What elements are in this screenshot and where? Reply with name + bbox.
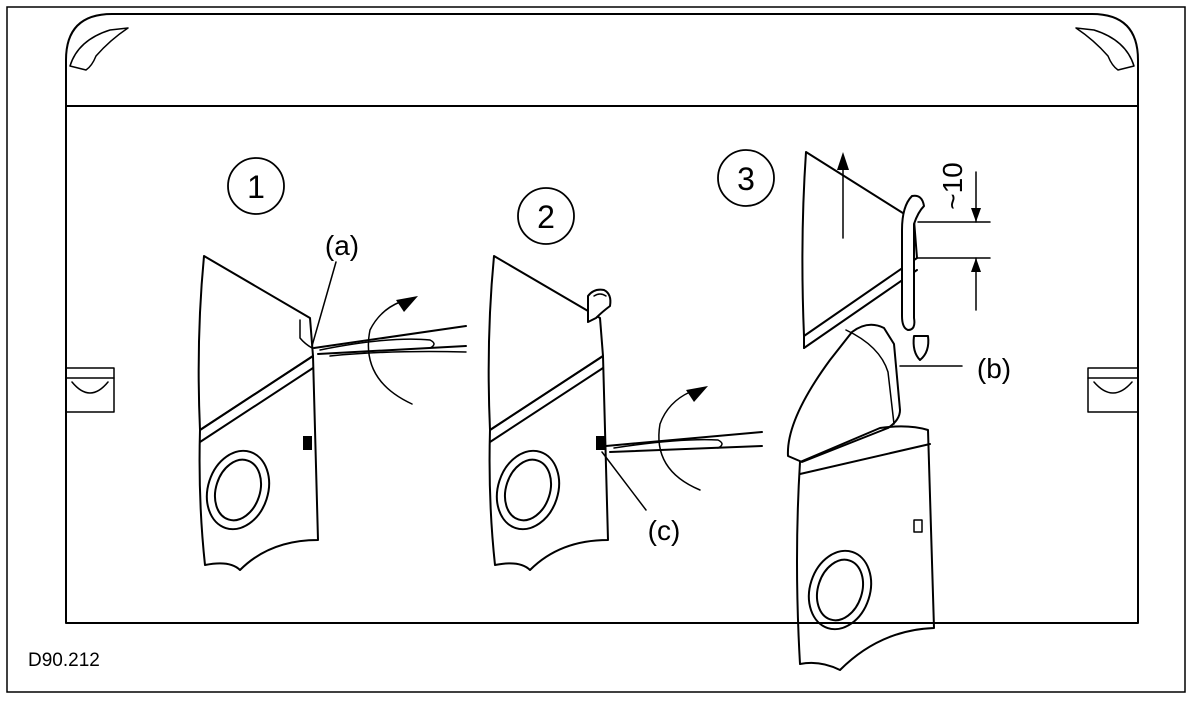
step-1-drawing: [197, 255, 467, 571]
step-2-label: 2: [537, 199, 555, 235]
callout-b: (b): [977, 353, 1011, 384]
step-2-marker: 2: [517, 187, 575, 245]
dimension-label: ~10: [937, 162, 968, 210]
step-3-drawing: [786, 151, 991, 671]
step-1-marker: 1: [227, 157, 285, 215]
device-outline: [65, 13, 1139, 624]
outer-border: [6, 6, 1186, 693]
step-3-marker: 3: [717, 149, 775, 207]
step-1-label: 1: [247, 169, 265, 205]
callout-c: (c): [648, 515, 681, 546]
step-2-drawing: [487, 255, 763, 571]
drawing-code: D90.212: [28, 650, 100, 671]
step-3-label: 3: [737, 161, 755, 197]
callout-a: (a): [325, 230, 359, 261]
